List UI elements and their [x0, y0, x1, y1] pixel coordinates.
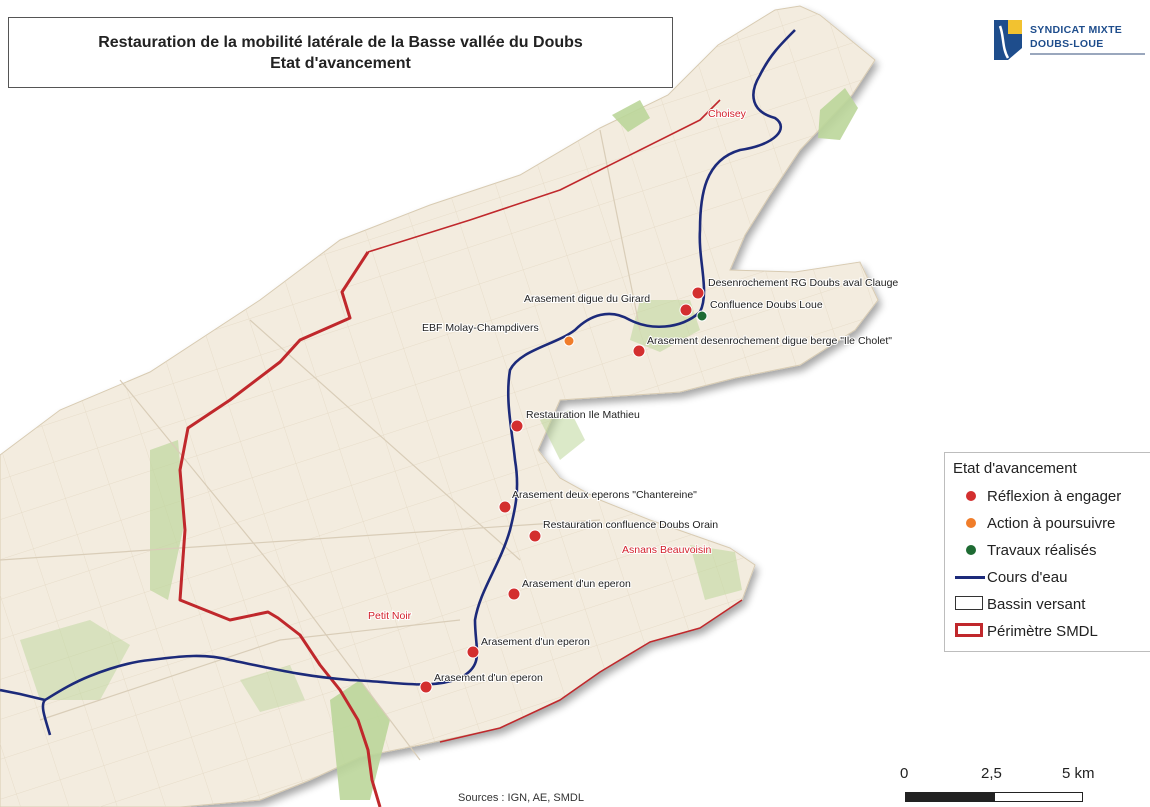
perimeter-box-icon: [955, 623, 983, 637]
scale-bar-graphic: [905, 792, 1083, 802]
town-label: Petit Noir: [368, 610, 412, 622]
town-label: Asnans Beauvoisin: [622, 544, 711, 556]
red-dot-icon: [966, 491, 976, 501]
orange-dot-icon: [966, 518, 976, 528]
site-label: Arasement desenrochement digue berge "Il…: [647, 335, 892, 347]
legend-item-perimetre: Périmètre SMDL: [953, 620, 1098, 642]
logo-mark-icon: [994, 20, 1022, 60]
legend-label: Bassin versant: [987, 595, 1086, 613]
site-marker[interactable]: [528, 529, 542, 543]
site-marker[interactable]: [696, 310, 708, 322]
sources-credit: Sources : IGN, AE, SMDL: [458, 792, 584, 804]
legend-item-action: Action à poursuivre: [953, 512, 1115, 534]
map-legend: Etat d'avancement Réflexion à engager Ac…: [944, 452, 1150, 652]
perimeter-smdl: [178, 99, 743, 807]
legend-label: Action à poursuivre: [987, 514, 1116, 532]
forest-patches: [20, 88, 858, 800]
legend-label: Travaux réalisés: [987, 541, 1097, 559]
site-label: Arasement d'un eperon: [434, 672, 543, 684]
legend-item-river: Cours d'eau: [953, 566, 1067, 588]
legend-item-bassin: Bassin versant: [953, 593, 1085, 615]
map-subtitle: Etat d'avancement: [270, 54, 411, 72]
legend-item-travaux: Travaux réalisés: [953, 539, 1096, 561]
green-dot-icon: [966, 545, 976, 555]
road-network: [0, 129, 641, 761]
logo-line2: DOUBS-LOUE: [1030, 38, 1104, 50]
site-label: Restauration confluence Doubs Orain: [543, 519, 718, 531]
site-marker[interactable]: [691, 286, 705, 300]
site-marker[interactable]: [632, 344, 646, 358]
bassin-box-icon: [955, 596, 983, 610]
site-label: Restauration Ile Mathieu: [526, 409, 640, 421]
site-marker[interactable]: [466, 645, 480, 659]
map-title-box: Restauration de la mobilité latérale de …: [8, 17, 673, 88]
legend-label: Périmètre SMDL: [987, 622, 1098, 640]
site-label: Arasement deux eperons "Chantereine": [512, 489, 697, 501]
site-marker[interactable]: [679, 303, 693, 317]
logo-smdl: SYNDICAT MIXTE DOUBS-LOUE: [990, 18, 1150, 68]
site-marker[interactable]: [510, 419, 524, 433]
site-marker[interactable]: [507, 587, 521, 601]
site-markers: Desenrochement RG Doubs aval Clauge Aras…: [419, 276, 899, 694]
logo-tagline-strip: [1030, 53, 1145, 55]
site-label: Confluence Doubs Loue: [710, 299, 823, 311]
scale-label: 2,5: [981, 765, 1002, 782]
logo-line1: SYNDICAT MIXTE: [1030, 24, 1123, 36]
legend-label: Réflexion à engager: [987, 487, 1122, 505]
map-title: Restauration de la mobilité latérale de …: [98, 33, 583, 51]
site-label: Arasement d'un eperon: [481, 636, 590, 648]
site-label: Arasement digue du Girard: [524, 293, 650, 305]
site-label: Arasement d'un eperon: [522, 578, 631, 590]
scale-bar: 0 2,5 5 km: [895, 765, 1105, 805]
site-marker[interactable]: [419, 680, 433, 694]
site-label: Desenrochement RG Doubs aval Clauge: [708, 277, 898, 289]
legend-label: Cours d'eau: [987, 568, 1068, 586]
site-label: EBF Molay-Champdivers: [422, 322, 539, 334]
scale-label: 0: [900, 765, 909, 782]
valley-area: [0, 5, 879, 807]
river-doubs: [0, 29, 796, 736]
scale-bar-fill: [906, 793, 995, 801]
scale-label: 5 km: [1062, 765, 1095, 782]
legend-title: Etat d'avancement: [953, 460, 1077, 477]
legend-item-reflexion: Réflexion à engager: [953, 485, 1121, 507]
town-label: Choisey: [708, 108, 747, 120]
river-line-icon: [955, 576, 985, 579]
site-marker[interactable]: [563, 335, 575, 347]
site-marker[interactable]: [498, 500, 512, 514]
